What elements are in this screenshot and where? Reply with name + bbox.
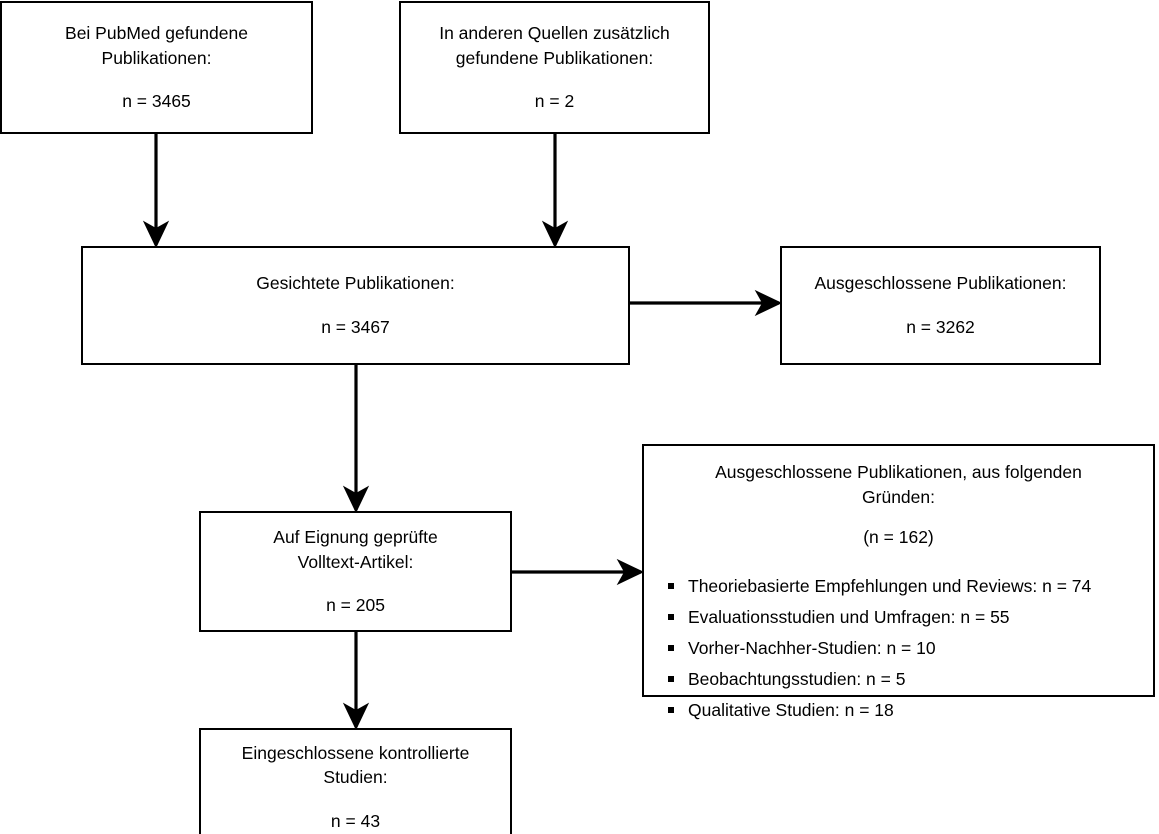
node-included-studies-label-line1: Eingeschlossene kontrollierte (241, 742, 470, 763)
list-item-label: Qualitative Studien: n = 18 (688, 699, 894, 720)
list-item: Beobachtungsstudien: n = 5 (668, 668, 1153, 692)
node-excluded-reasons-header-line1: Ausgeschlossene Publikationen, aus folge… (715, 462, 1082, 482)
node-excluded-reasons-header: Ausgeschlossene Publikationen, aus folge… (644, 460, 1153, 549)
list-item: Qualitative Studien: n = 18 (668, 699, 1153, 723)
node-screened-records-count: n = 3467 (321, 316, 390, 337)
list-item: Evaluationsstudien und Umfragen: n = 55 (668, 606, 1153, 630)
node-pubmed-records-count: n = 3465 (122, 91, 191, 112)
list-item-label: Beobachtungsstudien: n = 5 (688, 668, 906, 689)
node-fulltext-assessed: Auf Eignung geprüfte Volltext-Artikel: n… (199, 511, 512, 632)
square-bullet-icon (668, 645, 674, 652)
square-bullet-icon (668, 675, 674, 682)
square-bullet-icon (668, 614, 674, 621)
node-fulltext-assessed-label-line1: Auf Eignung geprüfte (273, 527, 438, 548)
node-fulltext-assessed-label-line2: Volltext-Artikel: (297, 551, 414, 572)
square-bullet-icon (668, 583, 674, 590)
list-item-label: Vorher-Nachher-Studien: n = 10 (688, 638, 936, 658)
square-bullet-icon (668, 706, 674, 713)
node-included-studies: Eingeschlossene kontrollierte Studien: n… (199, 728, 512, 834)
node-pubmed-records-label-line1: Bei PubMed gefundene (65, 23, 248, 44)
list-item: Vorher-Nachher-Studien: n = 10 (668, 637, 1153, 661)
node-other-sources-records-label-line2: gefundene Publikationen: (455, 47, 654, 68)
node-excluded-reasons: Ausgeschlossene Publikationen, aus folge… (642, 444, 1155, 720)
node-screened-records-label-line1: Gesichtete Publikationen: (256, 273, 455, 294)
node-included-studies-count: n = 43 (330, 810, 381, 831)
node-excluded-records-label-line1: Ausgeschlossene Publikationen: (814, 273, 1067, 294)
list-item-label: Evaluationsstudien und Umfragen: n = 55 (688, 607, 1010, 628)
node-excluded-reasons-count: (n = 162) (863, 526, 934, 547)
node-excluded-records-count: n = 3262 (906, 316, 975, 337)
excluded-reasons-list: Theoriebasierte Empfehlungen und Reviews… (644, 575, 1153, 729)
node-other-sources-records-label-line1: In anderen Quellen zusätzlich (439, 23, 670, 44)
list-item: Theoriebasierte Empfehlungen und Reviews… (668, 575, 1153, 599)
node-fulltext-assessed-count: n = 205 (326, 595, 385, 616)
node-excluded-reasons-header-line2: Gründen: (862, 486, 935, 507)
node-other-sources-records-count: n = 2 (534, 91, 575, 112)
node-excluded-records: Ausgeschlossene Publikationen: n = 3262 (780, 246, 1101, 365)
list-item-label: Theoriebasierte Empfehlungen und Reviews… (688, 576, 1092, 597)
node-pubmed-records-label-line2: Publikationen: (101, 47, 212, 68)
node-screened-records: Gesichtete Publikationen: n = 3467 (81, 246, 630, 365)
node-pubmed-records: Bei PubMed gefundene Publikationen: n = … (0, 1, 313, 134)
node-included-studies-label-line2: Studien: (323, 767, 388, 788)
node-other-sources-records: In anderen Quellen zusätzlich gefundene … (399, 1, 710, 134)
